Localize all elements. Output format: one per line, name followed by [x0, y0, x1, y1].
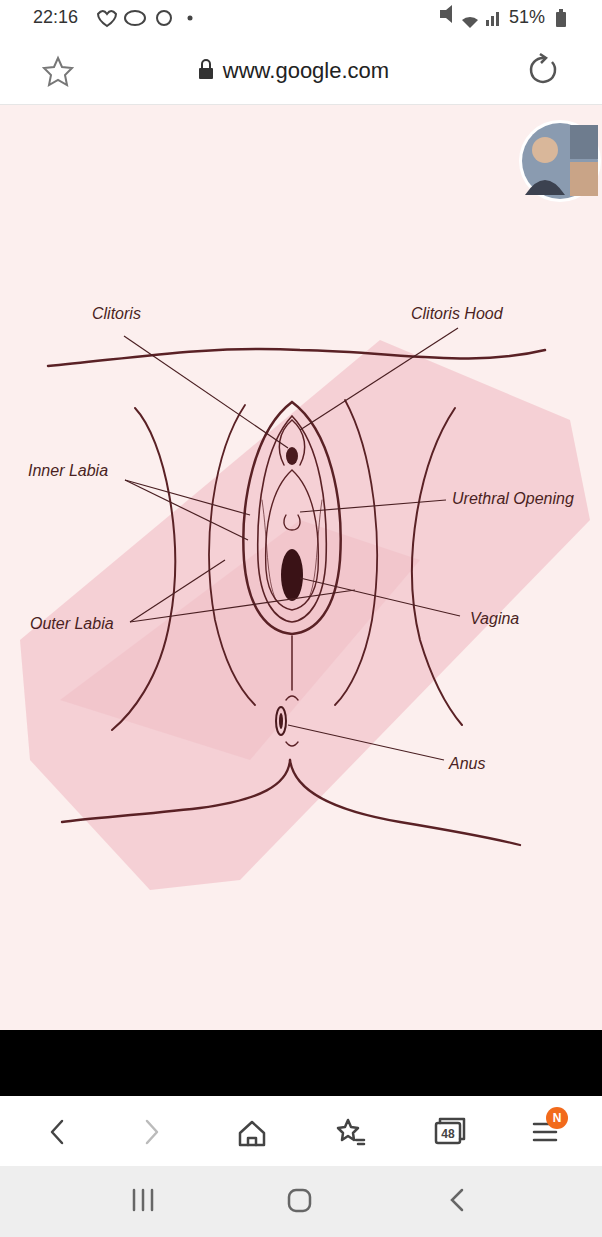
- part-label: Anus: [449, 754, 485, 773]
- part-label: Vagina: [470, 609, 519, 628]
- part-label: Clitoris: [92, 304, 141, 323]
- tab-count: 48: [441, 1127, 454, 1141]
- notification-badge: N: [553, 1111, 562, 1125]
- part-label: Inner Labia: [28, 461, 108, 480]
- part-label: Outer Labia: [30, 614, 114, 633]
- battery-percent: 51%: [509, 7, 545, 29]
- part-label: Clitoris Hood: [411, 304, 503, 323]
- status-clock: 22:16: [33, 7, 78, 29]
- part-label: Urethral Opening: [452, 489, 574, 508]
- address-text: www.google.com: [223, 58, 389, 84]
